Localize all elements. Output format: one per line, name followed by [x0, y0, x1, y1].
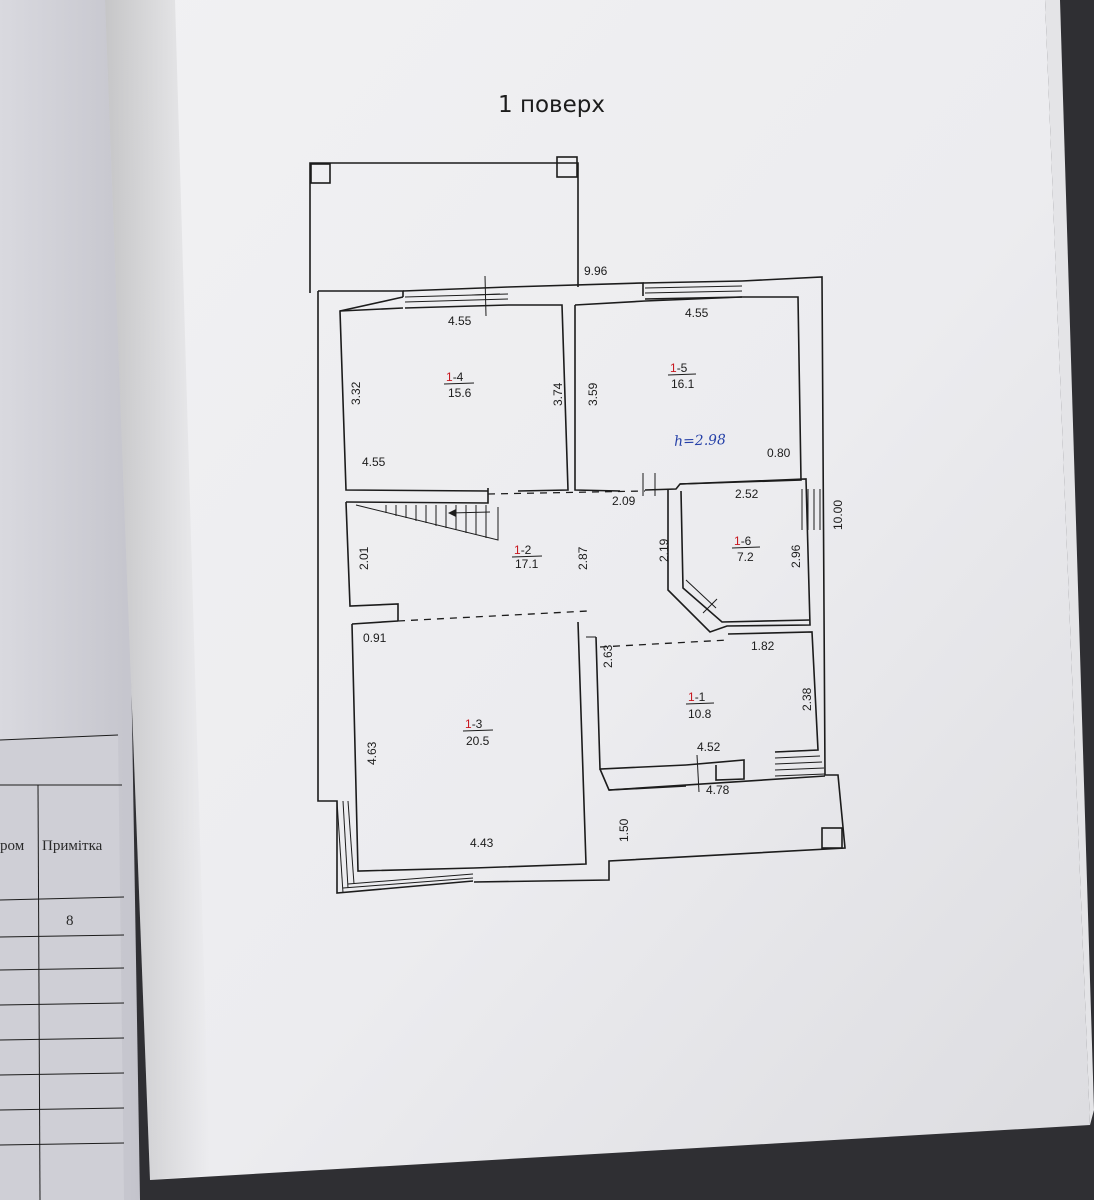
svg-text:1-3: 1-3 — [465, 717, 483, 731]
window-room3 — [336, 800, 474, 894]
dim-r3-left: 4.63 — [365, 741, 379, 765]
room-label-1-6: 1-6 7.2 — [731, 534, 761, 564]
porch-post — [821, 827, 843, 849]
hall-right-dashed — [599, 639, 729, 648]
dim-r5-top: 4.55 — [685, 306, 709, 320]
room-label-1-4: 1-4 15.6 — [443, 370, 475, 400]
room-5-walls — [574, 296, 802, 491]
svg-text:10.8: 10.8 — [688, 707, 712, 721]
svg-text:16.1: 16.1 — [671, 377, 695, 391]
dim-hall-mid: 2.87 — [576, 546, 590, 570]
terrace-outline — [309, 162, 579, 293]
terrace-post-left — [310, 163, 331, 184]
dim-r4-top: 4.55 — [448, 314, 472, 328]
window-room1 — [774, 749, 826, 777]
outer-wall-right — [473, 276, 846, 883]
svg-text:17.1: 17.1 — [515, 557, 539, 571]
svg-text:20.5: 20.5 — [466, 734, 490, 748]
dimension-labels: 9.96 4.55 4.55 4.55 3.32 3.74 3.59 0.80 … — [349, 264, 845, 850]
dim-r3-top: 0.91 — [363, 631, 387, 645]
svg-text:1-4: 1-4 — [446, 370, 464, 384]
hall-top-dashed — [487, 490, 646, 495]
dim-r5-corner: 0.80 — [767, 446, 791, 460]
room-4-walls — [339, 296, 489, 492]
paper-edge — [1045, 0, 1094, 1125]
room-label-1-1: 1-1 10.8 — [685, 690, 715, 721]
dim-hall-left: 2.01 — [357, 546, 371, 570]
room-labels: 1-4 15.6 1-5 16.1 1-2 17.1 1-6 7.2 1-3 2… — [443, 361, 761, 748]
dim-outer-bottom-right: 4.78 — [706, 783, 730, 797]
svg-text:1-1: 1-1 — [688, 690, 706, 704]
dim-overall-width: 9.96 — [584, 264, 608, 278]
room-label-1-2: 1-2 17.1 — [511, 543, 543, 571]
floor-plan — [309, 156, 846, 894]
porch-outline — [608, 775, 826, 791]
hall-bottom-dashed — [397, 610, 589, 622]
dim-r5-left: 3.59 — [586, 382, 600, 406]
page-fold-shadow — [105, 0, 210, 1180]
table-header-note: Примітка — [42, 838, 103, 854]
room-label-1-3: 1-3 20.5 — [462, 717, 494, 748]
svg-text:7.2: 7.2 — [737, 550, 754, 564]
dim-r6-top: 2.52 — [735, 487, 759, 501]
svg-text:1-6: 1-6 — [734, 534, 752, 548]
ceiling-height-note: h=2.98 — [674, 432, 727, 450]
dim-hall-right: 2.19 — [657, 538, 671, 562]
terrace-post-right — [556, 156, 578, 178]
table-value: 8 — [66, 913, 74, 929]
svg-text:1-2: 1-2 — [514, 543, 532, 557]
paper-sheet — [105, 0, 1090, 1180]
dim-hall-door: 2.09 — [612, 494, 636, 508]
page-title: 1 поверх — [498, 92, 605, 118]
dim-r6-right: 2.96 — [789, 544, 803, 568]
dim-r4-bottom: 4.55 — [362, 455, 386, 469]
dim-overall-height: 10.00 — [831, 500, 845, 530]
room-6-outer — [667, 478, 811, 633]
dim-r1-bottom: 4.52 — [697, 740, 721, 754]
room-6-inner — [680, 490, 811, 623]
dim-r4-left: 3.32 — [349, 381, 363, 405]
dim-r1-left: 2.63 — [601, 644, 615, 668]
dim-r1-top: 1.82 — [751, 639, 775, 653]
dim-r4-right: 3.74 — [551, 382, 565, 406]
room-3-walls — [351, 623, 475, 872]
stair-top-wall — [345, 488, 489, 504]
svg-text:1-5: 1-5 — [670, 361, 688, 375]
dim-r3-bottom: 4.43 — [470, 836, 494, 850]
window-room4 — [402, 275, 509, 317]
table-header-left: ром — [0, 838, 25, 854]
staircase — [355, 504, 499, 541]
room-label-1-5: 1-5 16.1 — [667, 361, 697, 391]
hall-left-wall — [345, 501, 399, 621]
dim-porch-height: 1.50 — [617, 818, 631, 842]
dim-r1-right: 2.38 — [800, 687, 814, 711]
side-table: ром Примітка 8 — [0, 734, 125, 1200]
svg-text:15.6: 15.6 — [448, 386, 472, 400]
